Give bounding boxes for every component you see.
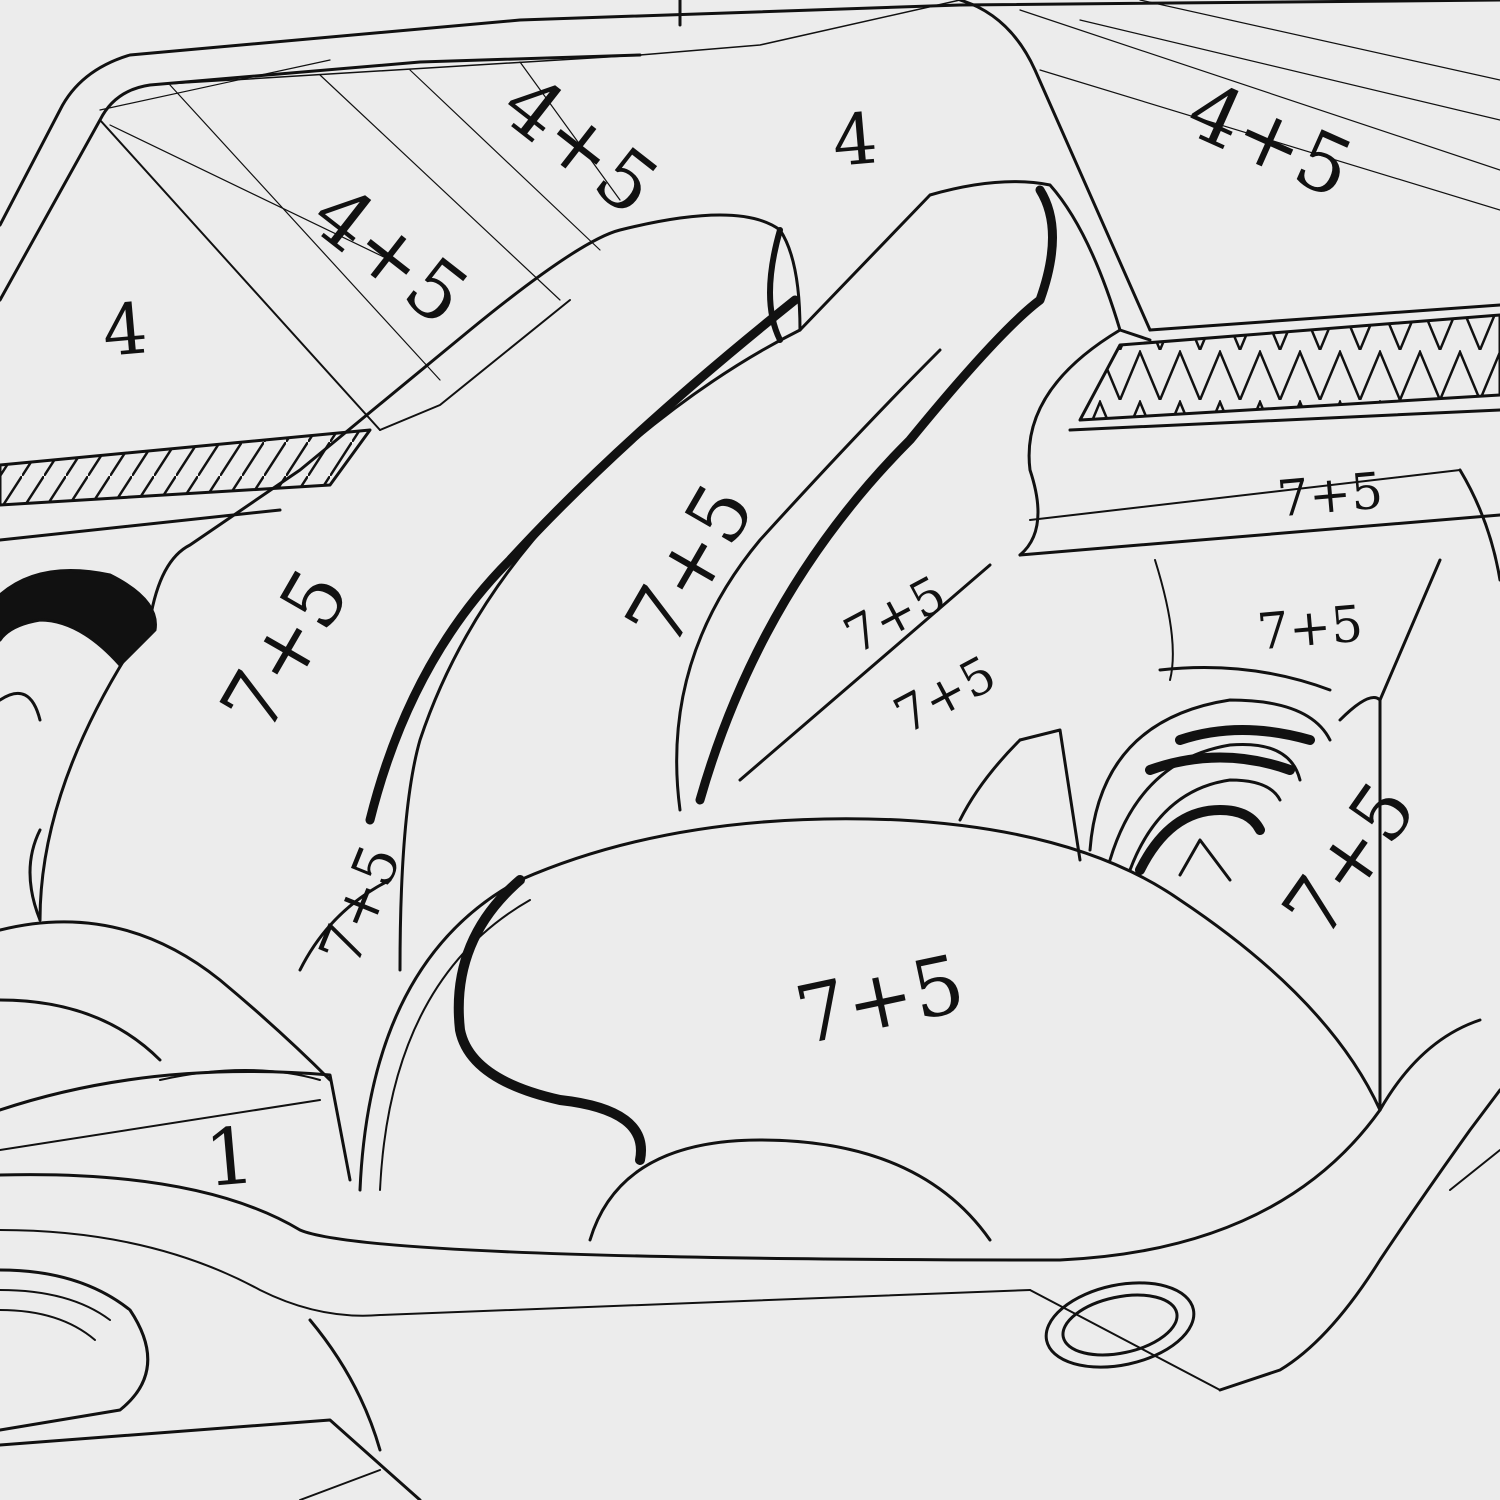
- panel-ribbing-lines: [99, 0, 1500, 381]
- round-disc: [358, 817, 1382, 1242]
- region-label-7-plus-5-e: 7+5: [1275, 462, 1385, 529]
- left-blade: [38, 213, 802, 972]
- top-plate-outline: [0, 0, 1500, 431]
- region-label-4-left: 4: [99, 287, 151, 373]
- oval-hole: [1044, 1281, 1196, 1369]
- region-label-1: 1: [201, 1111, 258, 1205]
- right-box: [738, 468, 1500, 1112]
- center-blade: [675, 180, 1152, 812]
- region-label-7-plus-5-f: 7+5: [1255, 595, 1365, 662]
- dark-arc-left: [0, 569, 157, 722]
- region-label-4-top: 4: [829, 97, 881, 183]
- base-plate: [0, 1018, 1500, 1500]
- lower-left-shapes: [0, 828, 392, 1182]
- label-1-region: [159, 1069, 321, 1081]
- hatched-band-right: [1068, 313, 1500, 432]
- spring-coils: [958, 666, 1382, 882]
